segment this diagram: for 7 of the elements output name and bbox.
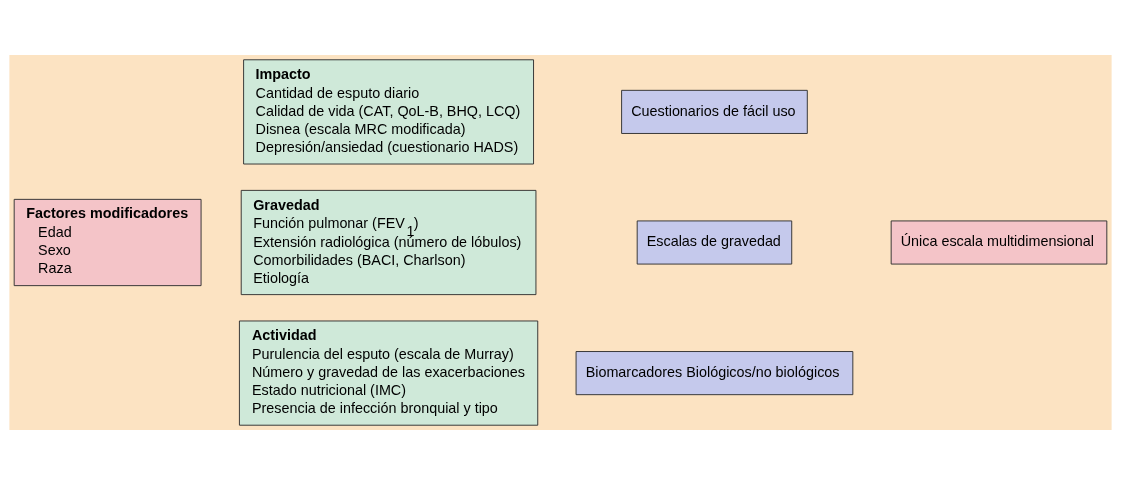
- node-box: Biomarcadores Biológicos/no biológicos: [575, 351, 854, 396]
- node-box: Actividad Purulencia del esputo (escala de Murray) Número y gravedad de las exacerbaciones Estado nutricional (IMC) Presencia de infección bronquial y tipo: [238, 320, 539, 426]
- node-box: Factores modificadores Edad Sexo Raza: [13, 198, 202, 287]
- node-box: Impacto Cantidad de esputo diario Calidad de vida (CAT, QoL-B, BHQ, LCQ) Disnea (escala MRC modificada) Depresión/ansiedad (cuestionario HADS): [243, 59, 534, 165]
- node-box: Única escala multidimensional: [890, 220, 1108, 265]
- node-box: Escalas de gravedad: [636, 220, 793, 265]
- node-box: Cuestionarios de fácil uso: [621, 89, 808, 134]
